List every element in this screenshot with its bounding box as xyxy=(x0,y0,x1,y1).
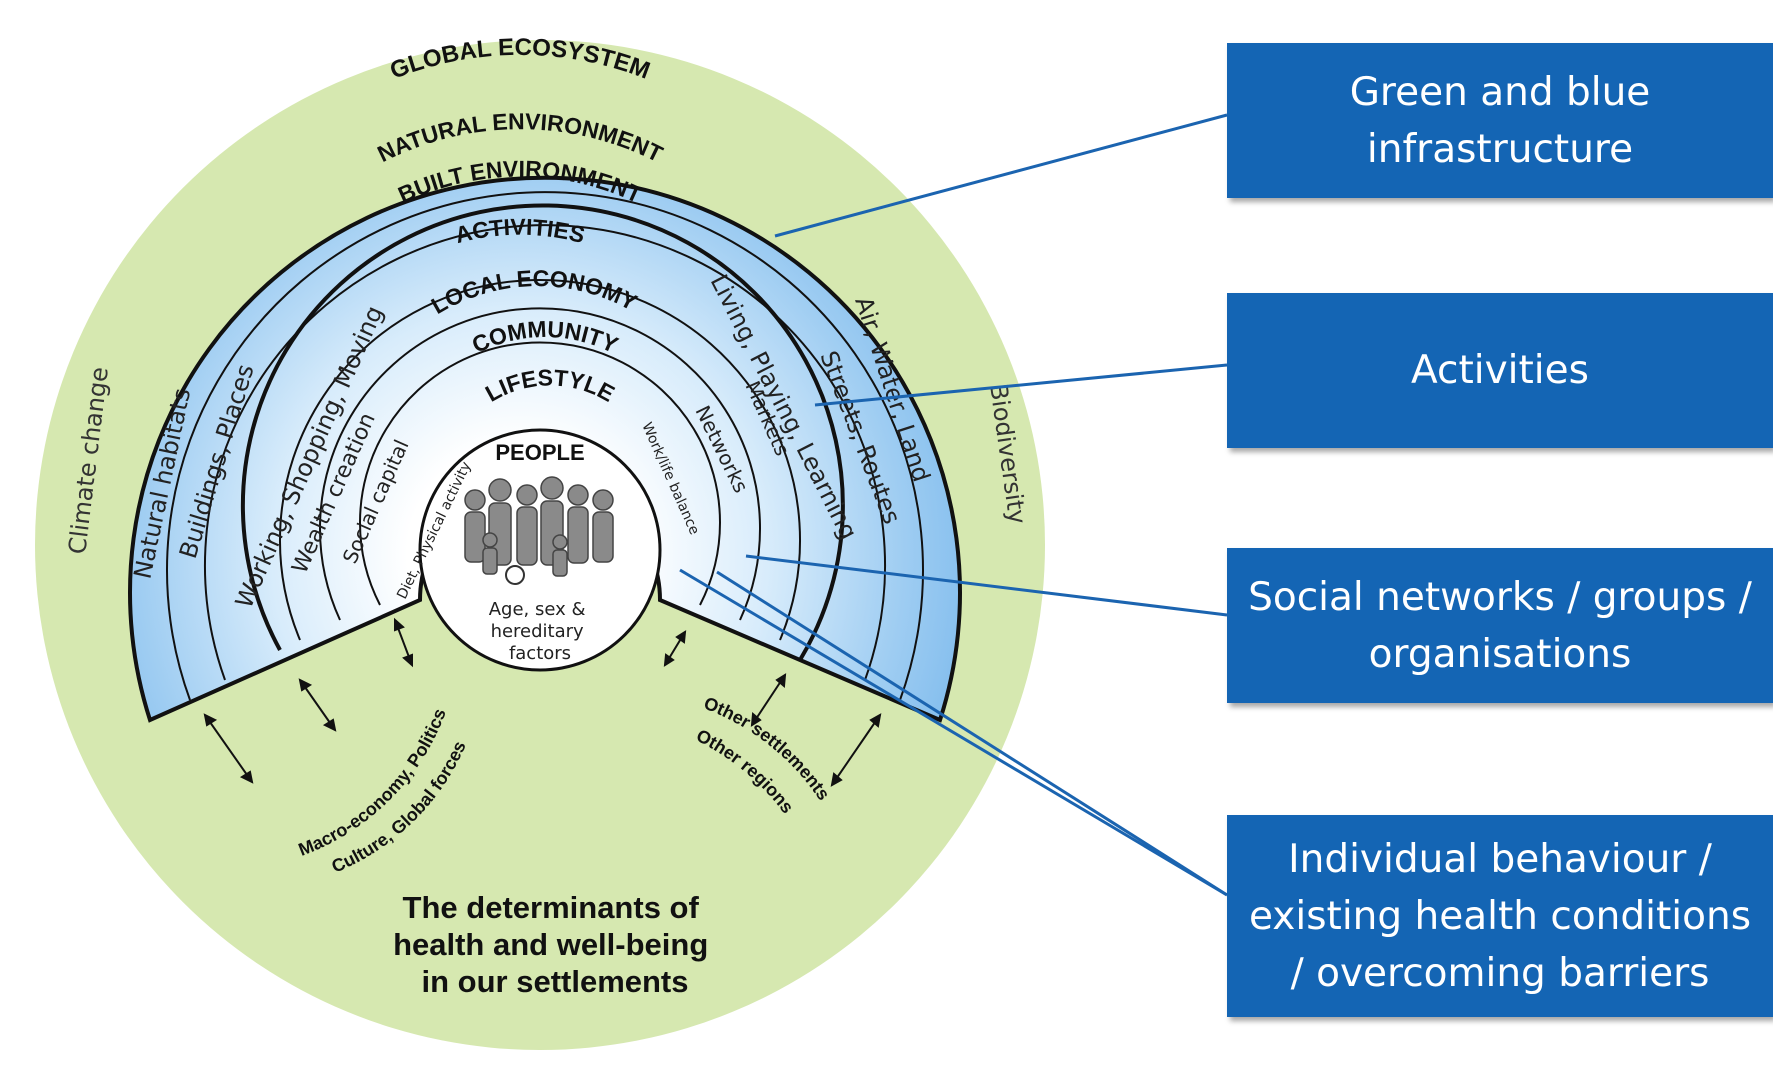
callout-individual-behaviour: Individual behaviour /existing health co… xyxy=(1227,815,1773,1017)
diagram-title: The determinants of health and well-bein… xyxy=(393,890,717,999)
connector-individual-behaviour-2 xyxy=(716,570,1228,897)
arc-2 xyxy=(204,224,886,681)
connector-social-networks xyxy=(745,554,1228,617)
callout-social-networks-text: Social networks / groups /organisations xyxy=(1248,574,1752,677)
people-caption: Age, sex & hereditary factors xyxy=(489,599,592,664)
callout-connectors xyxy=(679,113,1228,897)
connector-activities xyxy=(814,363,1228,407)
people-label: PEOPLE xyxy=(495,440,584,465)
arc-1 xyxy=(166,191,924,701)
interaction-arrows xyxy=(203,617,882,787)
connector-green-blue xyxy=(774,113,1228,238)
callout-activities: Activities xyxy=(1227,293,1773,448)
connector-individual-behaviour-1 xyxy=(679,568,1228,897)
people-group-icon xyxy=(464,476,614,585)
arc-3 xyxy=(240,203,845,662)
callout-individual-behaviour-text: Individual behaviour /existing health co… xyxy=(1248,836,1752,996)
callout-activities-text: Activities xyxy=(1411,348,1589,393)
arc-5 xyxy=(319,307,761,621)
arc-6 xyxy=(359,341,721,606)
arc-4 xyxy=(279,279,801,641)
callout-social-networks: Social networks / groups /organisations xyxy=(1227,548,1773,703)
